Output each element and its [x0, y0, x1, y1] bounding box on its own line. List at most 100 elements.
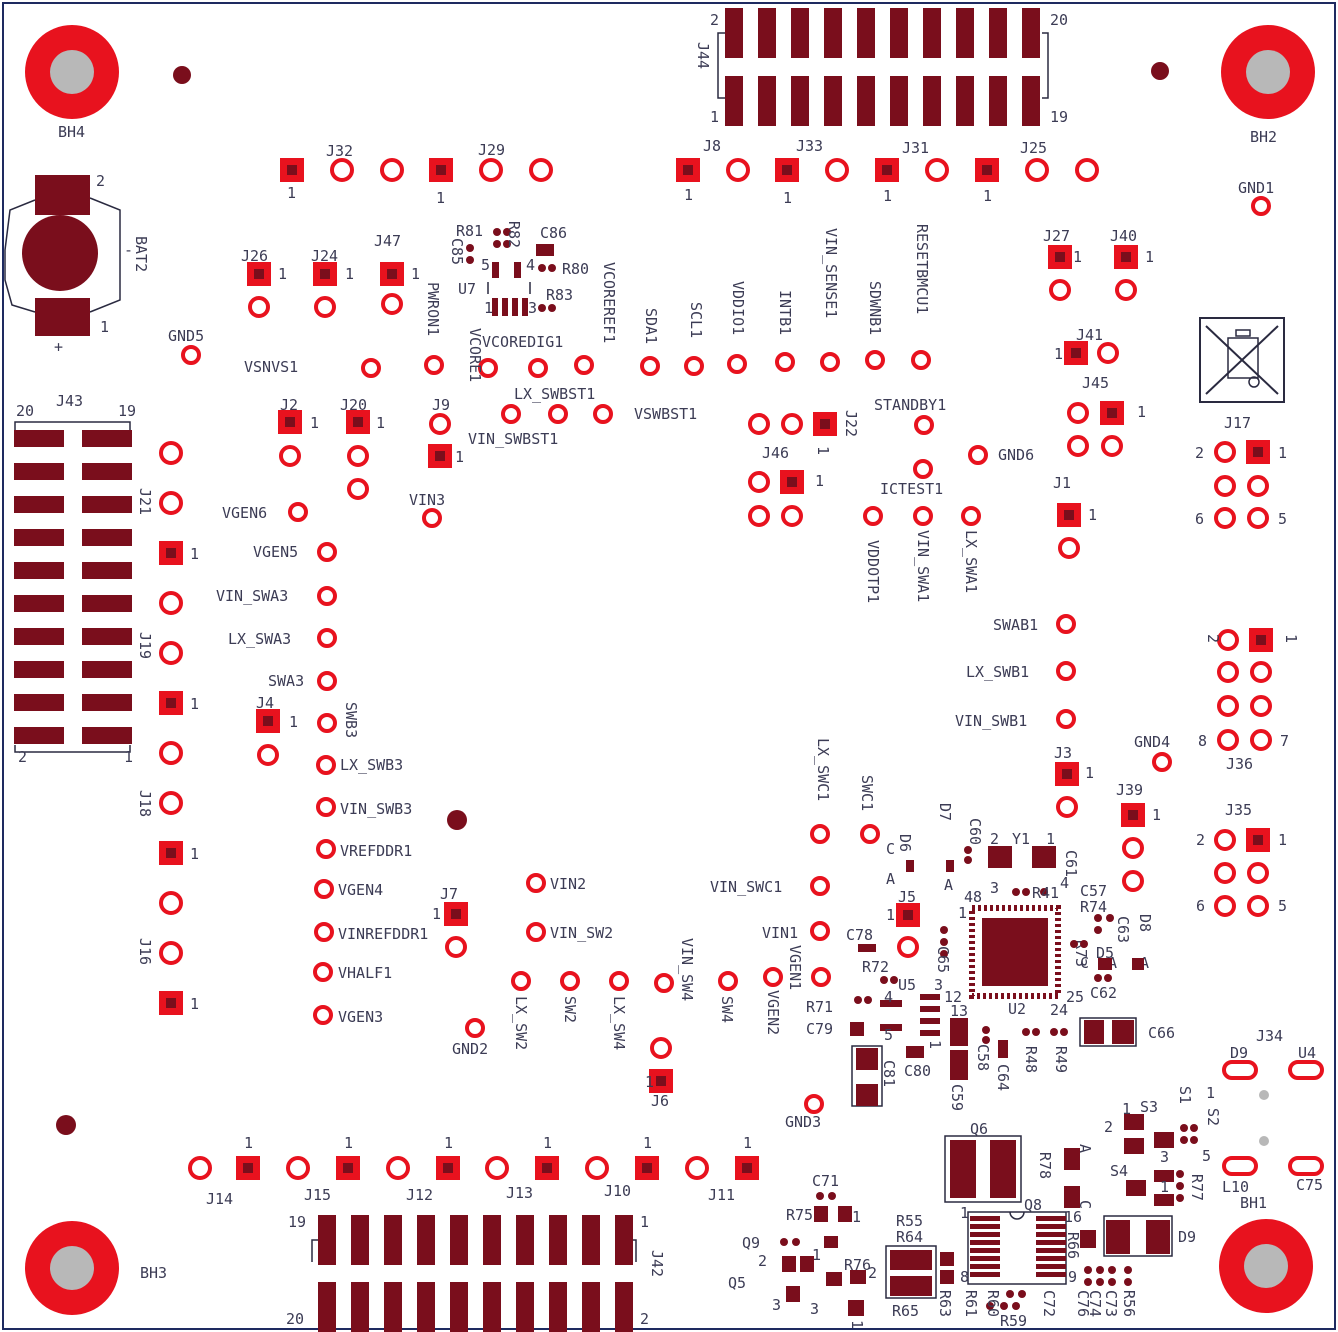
- via: [1094, 926, 1102, 934]
- via: [1108, 1266, 1116, 1274]
- via: [1190, 1136, 1198, 1144]
- test-point-sdwnb1: [865, 350, 885, 370]
- label-bh1: BH1: [1240, 1194, 1267, 1212]
- j44-pad: [956, 76, 974, 126]
- label-lx_sw4: LX_SW4: [610, 996, 628, 1050]
- test-point-gnd1: [1251, 196, 1271, 216]
- jcol-pad-1-drill: [166, 998, 176, 1008]
- u4-pad: [1036, 1216, 1066, 1221]
- j27-pad: [1049, 279, 1071, 301]
- label-r71: R71: [806, 998, 833, 1016]
- j44-pin-19: 19: [1050, 108, 1068, 126]
- u4-pad: [1036, 1256, 1066, 1261]
- j3-pad: [1056, 796, 1078, 818]
- u5-pad: [880, 1024, 902, 1031]
- j44-pad: [725, 8, 743, 58]
- j43-pad: [14, 694, 64, 711]
- test-point-lx_swbst1: [548, 404, 568, 424]
- test-point-vgen4: [314, 879, 334, 899]
- y1-pin-2: 2: [990, 830, 999, 848]
- label-r64: R55: [896, 1212, 923, 1230]
- j46-pin-1: 1: [815, 472, 824, 490]
- test-point-swa3: [317, 671, 337, 691]
- label-standby1: STANDBY1: [874, 396, 946, 414]
- label-c79: C79: [806, 1020, 833, 1038]
- label-bh3: BH3: [140, 1264, 167, 1282]
- j2-pin-1: 1: [310, 414, 319, 432]
- d8-a: A: [1140, 954, 1149, 972]
- j43-pad: [14, 628, 64, 645]
- label-sw2: SW2: [561, 996, 579, 1023]
- j25-pad: [1075, 158, 1099, 182]
- j34-pin-5: 5: [1202, 1147, 1211, 1165]
- label-c75: R66: [1064, 1232, 1082, 1259]
- switch-pad-s2: [1222, 1156, 1258, 1176]
- j17-pad: [1247, 475, 1269, 497]
- q5-pin-2: 2: [868, 1264, 877, 1282]
- j20-pad: [347, 445, 369, 467]
- mounting-hole-bh2: BH2: [1221, 25, 1315, 146]
- test-point-gnd6: [968, 445, 988, 465]
- test-point-gnd5: [181, 345, 201, 365]
- j42-pad: [318, 1282, 336, 1332]
- via: [538, 264, 546, 272]
- label-gnd2: GND2: [452, 1040, 488, 1058]
- q9-pad: [814, 1206, 828, 1222]
- u4-pin-16: 16: [1064, 1208, 1082, 1226]
- j13-pad-1-drill: [542, 1163, 552, 1173]
- via: [493, 228, 501, 236]
- j44-pad: [725, 76, 743, 126]
- j46-pad: [781, 505, 803, 527]
- j26-pin-1: 1: [278, 265, 287, 283]
- j10-pad-1-drill: [642, 1163, 652, 1173]
- j42-pad: [615, 1282, 633, 1332]
- test-point-scl1: [684, 356, 704, 376]
- j44-pad: [857, 8, 875, 58]
- label-vin_swb3: VIN_SWB3: [340, 800, 412, 818]
- j25-pad: [1025, 158, 1049, 182]
- jcol-pin-1: 1: [190, 995, 199, 1013]
- via: [1000, 1302, 1008, 1310]
- u4-pin-1: 1: [960, 1204, 969, 1222]
- j36-pad: [1217, 629, 1239, 651]
- label-j29: J29: [478, 141, 505, 159]
- test-point-vgen3: [313, 1005, 333, 1025]
- label-vhalf1: VHALF1: [338, 964, 392, 982]
- test-point-vddotp1: [863, 506, 883, 526]
- j15-pin-1: 1: [344, 1134, 353, 1152]
- j5-pad: [897, 936, 919, 958]
- test-point-sw2: [560, 971, 580, 991]
- label-j21: J21: [136, 488, 154, 515]
- j34-hole: [1259, 1090, 1269, 1100]
- j35-pin-1: 1: [1278, 831, 1287, 849]
- via: [1106, 914, 1114, 922]
- label-c74: C73: [1102, 1290, 1120, 1317]
- c79-pad: [850, 1022, 864, 1036]
- test-point-pwron1: [424, 355, 444, 375]
- label-sda1: SDA1: [642, 308, 660, 344]
- test-point-vin_swc1: [810, 876, 830, 896]
- q5-pin-1: 1: [848, 1320, 866, 1329]
- label-r41: R41: [1032, 884, 1059, 902]
- via: [1070, 940, 1078, 948]
- j35-pad: [1214, 829, 1236, 851]
- mounting-hole-bh3: BH3: [25, 1221, 167, 1315]
- j22-pin-1: 1: [814, 446, 832, 455]
- label-j16: J16: [136, 938, 154, 965]
- label-vin_swb1: VIN_SWB1: [955, 712, 1027, 730]
- via: [1032, 1028, 1040, 1036]
- j43-pad: [14, 562, 64, 579]
- label-u2: U2: [1008, 1000, 1026, 1018]
- j42-pad: [549, 1215, 567, 1265]
- q6-pad: [1124, 1114, 1144, 1130]
- jcol-pin-1: 1: [190, 545, 199, 563]
- j5-pad-1-drill: [903, 910, 913, 920]
- label-vin_sense1: VIN_SENSE1: [822, 228, 840, 318]
- c73-outline: [1103, 1215, 1173, 1257]
- y1-pad: [988, 846, 1012, 868]
- c64-pad: [998, 1040, 1008, 1058]
- label-r75: C71: [812, 1172, 839, 1190]
- j17-pad: [1214, 441, 1236, 463]
- via: [940, 950, 948, 958]
- label-gnd4: GND4: [1134, 733, 1170, 751]
